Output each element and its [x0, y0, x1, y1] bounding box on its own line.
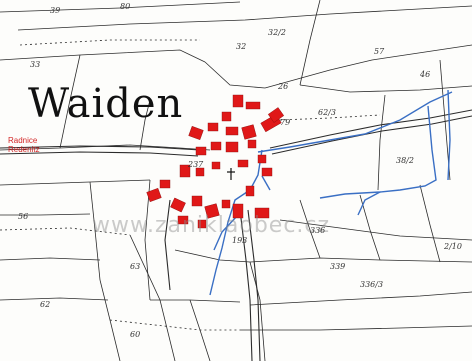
- building: [261, 167, 273, 177]
- building: [245, 185, 255, 197]
- building: [247, 139, 257, 149]
- parcel-number: 32: [236, 42, 247, 51]
- building: [195, 167, 205, 177]
- parcel-number: 193: [232, 236, 248, 245]
- town-hall-label: Radnice: [8, 136, 38, 145]
- town-name: Waiden: [28, 81, 184, 127]
- streams: [209, 89, 453, 296]
- building: [232, 203, 244, 219]
- building: [211, 161, 221, 170]
- building: [237, 159, 249, 168]
- building: [245, 101, 261, 110]
- town-hall-label-alt: Redenitz: [8, 145, 40, 154]
- parcel-number: 60: [130, 330, 141, 339]
- building: [241, 124, 257, 140]
- parcel-number: 62/3: [318, 108, 336, 117]
- parcel-number: 46: [420, 70, 431, 79]
- parcel-number: 2/10: [444, 242, 462, 251]
- dotted-boundaries: [0, 39, 381, 331]
- church-cross-icon: [227, 168, 235, 180]
- parcel-number: 63: [130, 262, 141, 271]
- parcel-number: 57: [374, 47, 385, 56]
- building: [267, 107, 285, 123]
- parcel-number: 62: [40, 300, 51, 309]
- building: [188, 125, 204, 141]
- parcel-number: 26: [278, 82, 289, 91]
- building: [177, 215, 189, 225]
- parcel-number: 80: [120, 2, 131, 11]
- building: [225, 141, 239, 153]
- building: [254, 207, 270, 219]
- building: [257, 154, 267, 164]
- parcel-number: 336: [310, 226, 326, 235]
- parcel-number: 32/2: [268, 28, 286, 37]
- building: [204, 203, 220, 219]
- parcel-number: 38/2: [396, 156, 414, 165]
- building: [179, 164, 191, 178]
- parcel-number: 336/3: [360, 280, 384, 289]
- buildings: [146, 94, 285, 229]
- parcel-number: 237: [188, 160, 204, 169]
- parcel-number: 33: [30, 60, 41, 69]
- building: [191, 195, 203, 207]
- parcel-number: 79: [280, 118, 291, 127]
- parcel-number: 56: [18, 212, 29, 221]
- roads: [0, 109, 472, 361]
- building: [225, 126, 239, 136]
- building: [195, 146, 207, 156]
- building: [207, 122, 219, 132]
- building: [146, 187, 162, 203]
- parcel-number: 339: [330, 262, 346, 271]
- building: [221, 199, 231, 209]
- parcel-number: 39: [50, 6, 61, 15]
- building: [170, 197, 186, 213]
- building: [197, 219, 207, 229]
- building: [159, 179, 171, 189]
- building: [221, 111, 232, 122]
- watermark: www.zaniklaobec.cz: [92, 213, 331, 238]
- building: [232, 94, 244, 108]
- building: [210, 141, 222, 151]
